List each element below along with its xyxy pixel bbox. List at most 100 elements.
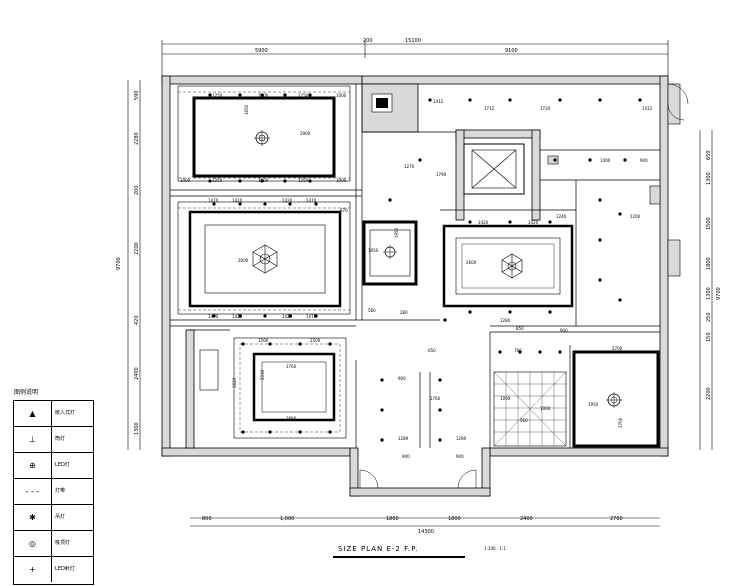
dim-right-seg: 150 [706, 332, 712, 342]
legend-label: 吸顶灯 [55, 540, 71, 546]
dim-right-seg: 1500 [706, 217, 712, 230]
dim-right-seg: 1800 [706, 257, 712, 270]
corridor-dim: 1712 [484, 106, 495, 111]
misc-dim: 1289 [456, 436, 467, 441]
room4-width: 2600 [466, 260, 477, 265]
legend-title: 图例说明 [14, 389, 39, 396]
misc-dim: 2700 [612, 346, 623, 351]
room1-top-dim: 1250 [212, 93, 223, 98]
dim-bottom-total: 14300 [418, 529, 434, 535]
misc-dim: 900 [560, 328, 568, 333]
room2-bottom-dim: 1420 [232, 314, 243, 319]
dim-right-seg: 650 [706, 150, 712, 160]
room-elevator [463, 143, 525, 195]
recessed-light-icon: ▲ [14, 401, 52, 426]
legend-row: ▲ 嵌入式灯 [14, 401, 93, 427]
misc-dim: 900 [402, 454, 410, 459]
room2-width: 3000 [238, 258, 249, 263]
dim-left-seg: 590 [134, 90, 140, 100]
bathroom-tiles [493, 371, 567, 447]
dim-left-seg: 1300 [134, 422, 140, 435]
dim-right-seg: 1300 [706, 172, 712, 185]
room3-side: 1950 [394, 227, 399, 238]
room2-top-dim: 1470 [208, 198, 219, 203]
room-small-square [362, 220, 418, 286]
door-swings [359, 83, 689, 489]
corridor-mid-dim: 1790 [436, 172, 447, 177]
room6-size: 1950 [588, 402, 599, 407]
dimension-lines [127, 40, 713, 527]
downlight-markers [208, 93, 642, 442]
room2-top-dim: 1470 [306, 198, 317, 203]
dim-bottom-seg-3: 1800 [386, 516, 399, 522]
scale-note: 1:100 · ​​​1:1 [484, 546, 506, 551]
room1-top-dim: 1000 [336, 93, 347, 98]
dim-left-seg: 2400 [134, 367, 140, 380]
room1-bottom-dim: 1250 [212, 178, 223, 183]
room5-top-dim: 1500 [310, 338, 321, 343]
room2-top-dim: 1420 [232, 198, 243, 203]
chandelier-icon [252, 244, 278, 274]
room1-bottom-dim: 1000 [336, 178, 347, 183]
misc-dim: 1000 [500, 396, 511, 401]
room1-top-dim: 1250 [298, 93, 309, 98]
corridor-mid-dim: 1400 [600, 158, 611, 163]
dim-left-seg: 2280 [134, 132, 140, 145]
corridor-mid-dim: 1270 [404, 164, 415, 169]
dim-right-seg: 250 [706, 312, 712, 322]
dim-left-seg: 420 [134, 315, 140, 325]
spotlight-icon: + [14, 557, 52, 582]
dim-bottom-seg-6: 2700 [610, 516, 623, 522]
dim-top-gap: 200 [363, 38, 373, 44]
legend-label: LED灯 [55, 462, 70, 468]
corridor-mid-dim: 900 [640, 158, 648, 163]
legend-table: ▲ 嵌入式灯 ⊥ 筒灯 ⊕ LED灯 - - - 灯带 ✱ 吊灯 ◎ 吸顶灯 +… [13, 400, 94, 585]
dim-right-total: 9700 [716, 287, 722, 300]
legend-label: LED射灯 [55, 566, 75, 572]
room-top-box [371, 93, 393, 113]
room1-bottom-dim: 1000 [258, 178, 269, 183]
corridor-dim: 1720 [540, 106, 551, 111]
misc-dim: 1240 [556, 214, 567, 219]
corridor-dim: 1412 [642, 106, 653, 111]
room1-height: 1650 [244, 104, 249, 115]
room2-bottom-dim: 1470 [208, 314, 219, 319]
legend-row: ✱ 吊灯 [14, 505, 93, 531]
dim-left-total: 9700 [116, 257, 122, 270]
room-living-ceiling [177, 201, 351, 315]
dim-top-left: 5900 [255, 48, 268, 54]
right-wall-features [547, 83, 681, 277]
room3-size: 1950 [368, 248, 379, 253]
room2-bottom-dim: 1420 [282, 314, 293, 319]
legend-row: - - - 灯带 [14, 479, 93, 505]
misc-dim: 900 [456, 454, 464, 459]
room4-top-dim: 1420 [478, 220, 489, 225]
dim-top-total: 15100 [405, 38, 421, 44]
dim-bottom-seg-5: 2400 [520, 516, 533, 522]
dim-left-seg: 2200 [134, 242, 140, 255]
room5-top-dim: 1500 [258, 338, 269, 343]
room-dining-ceiling [442, 224, 574, 308]
legend-row: ◎ 吸顶灯 [14, 531, 93, 557]
misc-dim: 1000 [540, 406, 551, 411]
room5-left-dim: 1620 [232, 377, 237, 388]
led-light-icon: ⊕ [14, 453, 52, 478]
caption-underline [333, 556, 465, 558]
room-dimension-text: 2900 1650 1250 1000 1250 1000 1000 1250 … [180, 93, 653, 459]
legend-label: 筒灯 [55, 436, 66, 442]
corridor-dim: 1412 [433, 99, 444, 104]
room-master-ceiling [177, 85, 351, 182]
room1-top-dim: 1000 [258, 93, 269, 98]
chandelier-icon [501, 253, 523, 279]
misc-dim: 1760 [430, 396, 441, 401]
room5-height: 2030 [260, 369, 265, 380]
room-lower-right [572, 350, 660, 448]
misc-dim: 1289 [398, 436, 409, 441]
misc-dim: 650 [428, 348, 436, 353]
misc-dim: 280 [400, 310, 408, 315]
dim-bottom-seg-4: 1800 [448, 516, 461, 522]
legend-label: 嵌入式灯 [55, 410, 76, 416]
drawing-caption: SIZE PLAN E-2 ​​​F.P. [338, 545, 419, 553]
misc-dim: 1280 [500, 318, 511, 323]
